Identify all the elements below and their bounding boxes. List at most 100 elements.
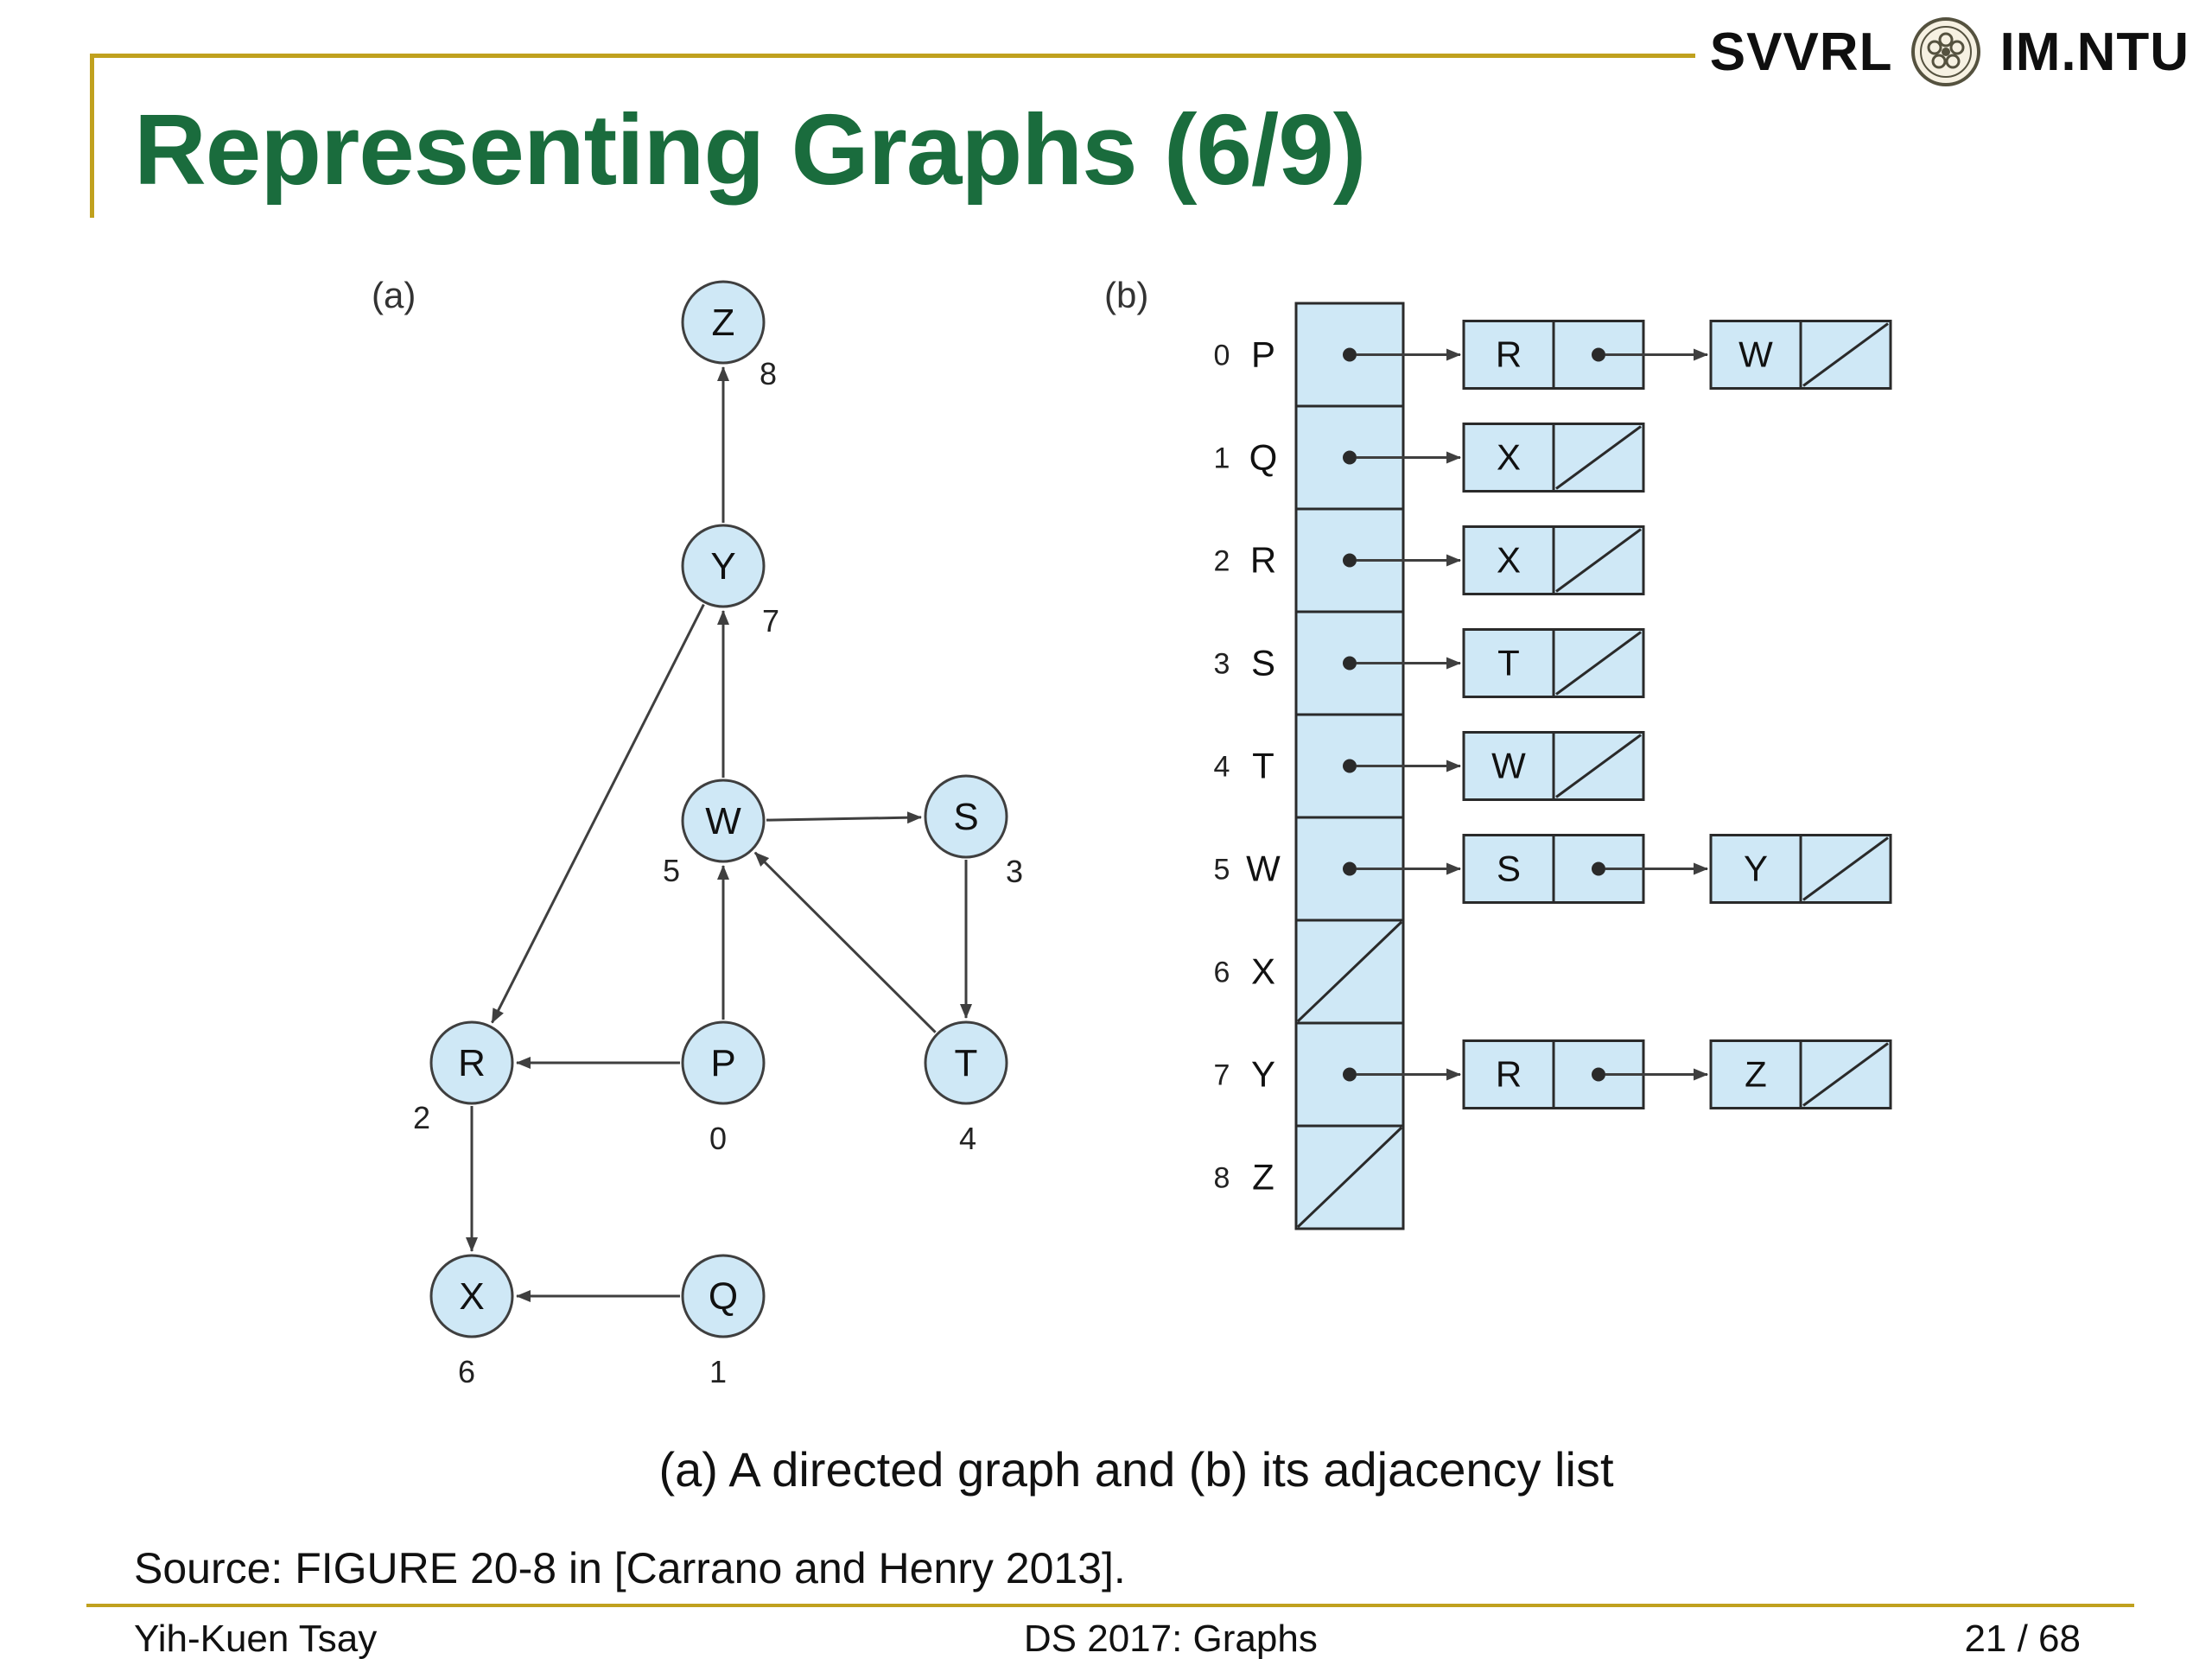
graph-node-T: [924, 1020, 1008, 1105]
brand-svvrl: SVVRL: [1709, 22, 1893, 82]
adj-row-vertex: T: [1252, 746, 1274, 786]
adj-row-index: 4: [1214, 751, 1230, 784]
figure-label-b: (b): [1104, 275, 1149, 315]
adj-row-vertex: Z: [1252, 1157, 1274, 1198]
top-rule-stub: [90, 54, 94, 218]
adj-row-index: 0: [1214, 340, 1230, 372]
adj-row-index: 7: [1214, 1059, 1230, 1092]
graph-node-W: [681, 779, 766, 863]
graph-node-Y: [681, 524, 766, 608]
graph-node-Z: [681, 280, 766, 365]
list-node-data: [1462, 731, 1555, 801]
graph-node-number: 0: [709, 1121, 727, 1156]
graph-node-label: Z: [712, 302, 735, 344]
graph-node-number: 7: [762, 603, 779, 639]
null-slash: [1555, 734, 1642, 798]
list-node-data: [1709, 1039, 1802, 1109]
list-node-data: [1462, 525, 1555, 595]
adj-row-index: 1: [1214, 442, 1230, 475]
graph-node-number: 6: [458, 1354, 475, 1389]
null-slash: [1555, 425, 1642, 490]
list-node-data: [1462, 423, 1555, 493]
graph-node-number: 4: [959, 1121, 976, 1156]
list-node-label: W: [1738, 334, 1773, 375]
list-node-label: X: [1497, 540, 1521, 581]
list-node-data: [1709, 320, 1802, 390]
list-node-data: [1709, 834, 1802, 904]
adj-row-vertex: Y: [1251, 1054, 1275, 1095]
list-node-label: R: [1496, 1054, 1522, 1095]
adj-row-index: 3: [1214, 648, 1230, 681]
edge-Y-R: [491, 603, 705, 1024]
null-slash: [1296, 1126, 1403, 1229]
graph-node-label: W: [705, 800, 741, 842]
footer-page: 21 / 68: [1964, 1618, 2081, 1659]
list-node-data: [1462, 628, 1555, 698]
figure-caption: (a) A directed graph and (b) its adjacen…: [658, 1442, 1614, 1497]
footer-course: DS 2017: Graphs: [1023, 1618, 1318, 1659]
graph-node-label: R: [458, 1042, 486, 1084]
brand-imntu: IM.NTU: [1999, 22, 2190, 82]
list-node-data: [1462, 834, 1555, 904]
pointer-dot: [1343, 450, 1357, 465]
graph-node-R: [429, 1020, 514, 1105]
header-brand: SVVRL IM.NTU: [1710, 16, 2190, 88]
adj-row-index: 8: [1214, 1162, 1230, 1195]
adj-row-vertex: W: [1246, 849, 1281, 889]
adj-row-vertex: P: [1251, 334, 1275, 375]
pointer-dot: [1343, 347, 1357, 362]
graph-node-X: [429, 1254, 514, 1338]
graph-node-number: 8: [760, 356, 777, 391]
edge-W-S: [766, 811, 923, 824]
null-slash: [1802, 836, 1889, 901]
graph-node-Q: [681, 1254, 766, 1338]
pointer-dot: [1343, 861, 1357, 876]
null-slash: [1296, 920, 1403, 1023]
pointer-dot: [1343, 1067, 1357, 1082]
graph-node-number: 5: [663, 853, 680, 888]
graph-node-label: P: [710, 1042, 735, 1084]
pointer-dot: [1592, 1067, 1605, 1082]
list-node-label: W: [1491, 746, 1526, 786]
page-title: Representing Graphs (6/9): [134, 93, 1366, 206]
footer-author: Yih-Kuen Tsay: [134, 1618, 378, 1659]
null-slash: [1555, 528, 1642, 593]
adj-row-vertex: X: [1251, 951, 1275, 992]
list-node-label: Z: [1745, 1054, 1767, 1095]
graph-node-number: 2: [413, 1100, 430, 1135]
edge-T-W: [753, 851, 937, 1033]
adj-row-vertex: R: [1250, 540, 1276, 581]
pointer-dot: [1343, 656, 1357, 671]
pointer-dot: [1592, 347, 1605, 362]
pointer-dot: [1592, 861, 1605, 876]
graph-node-label: S: [953, 796, 978, 838]
source-note: Source: FIGURE 20-8 in [Carrano and Henr…: [134, 1544, 1126, 1592]
list-node-label: Y: [1744, 849, 1768, 889]
bottom-rule: [86, 1604, 2134, 1607]
graph-node-S: [924, 774, 1008, 859]
graph-node-number: 3: [1006, 854, 1023, 889]
figure-label-a: (a): [372, 275, 416, 315]
graph-node-label: T: [955, 1042, 978, 1084]
adj-row-vertex: S: [1251, 643, 1275, 683]
footer: Yih-Kuen Tsay DS 2017: Graphs 21 / 68: [134, 1618, 2081, 1659]
list-node-label: T: [1497, 643, 1520, 683]
pointer-dot: [1343, 553, 1357, 568]
list-node-label: R: [1496, 334, 1522, 375]
adj-row-index: 2: [1214, 545, 1230, 578]
adj-row-vertex: Q: [1249, 437, 1278, 478]
list-node-label: X: [1497, 437, 1521, 478]
graph-node-number: 1: [709, 1354, 727, 1389]
top-rule: [90, 54, 1695, 58]
null-slash: [1802, 322, 1889, 387]
adj-row-index: 5: [1214, 854, 1230, 887]
null-slash: [1555, 631, 1642, 696]
adj-row-index: 6: [1214, 957, 1230, 989]
graph-node-label: X: [459, 1275, 484, 1318]
graph-node-label: Y: [710, 545, 735, 588]
null-slash: [1802, 1042, 1889, 1107]
graph-node-label: Q: [709, 1275, 738, 1318]
pointer-dot: [1343, 759, 1357, 773]
